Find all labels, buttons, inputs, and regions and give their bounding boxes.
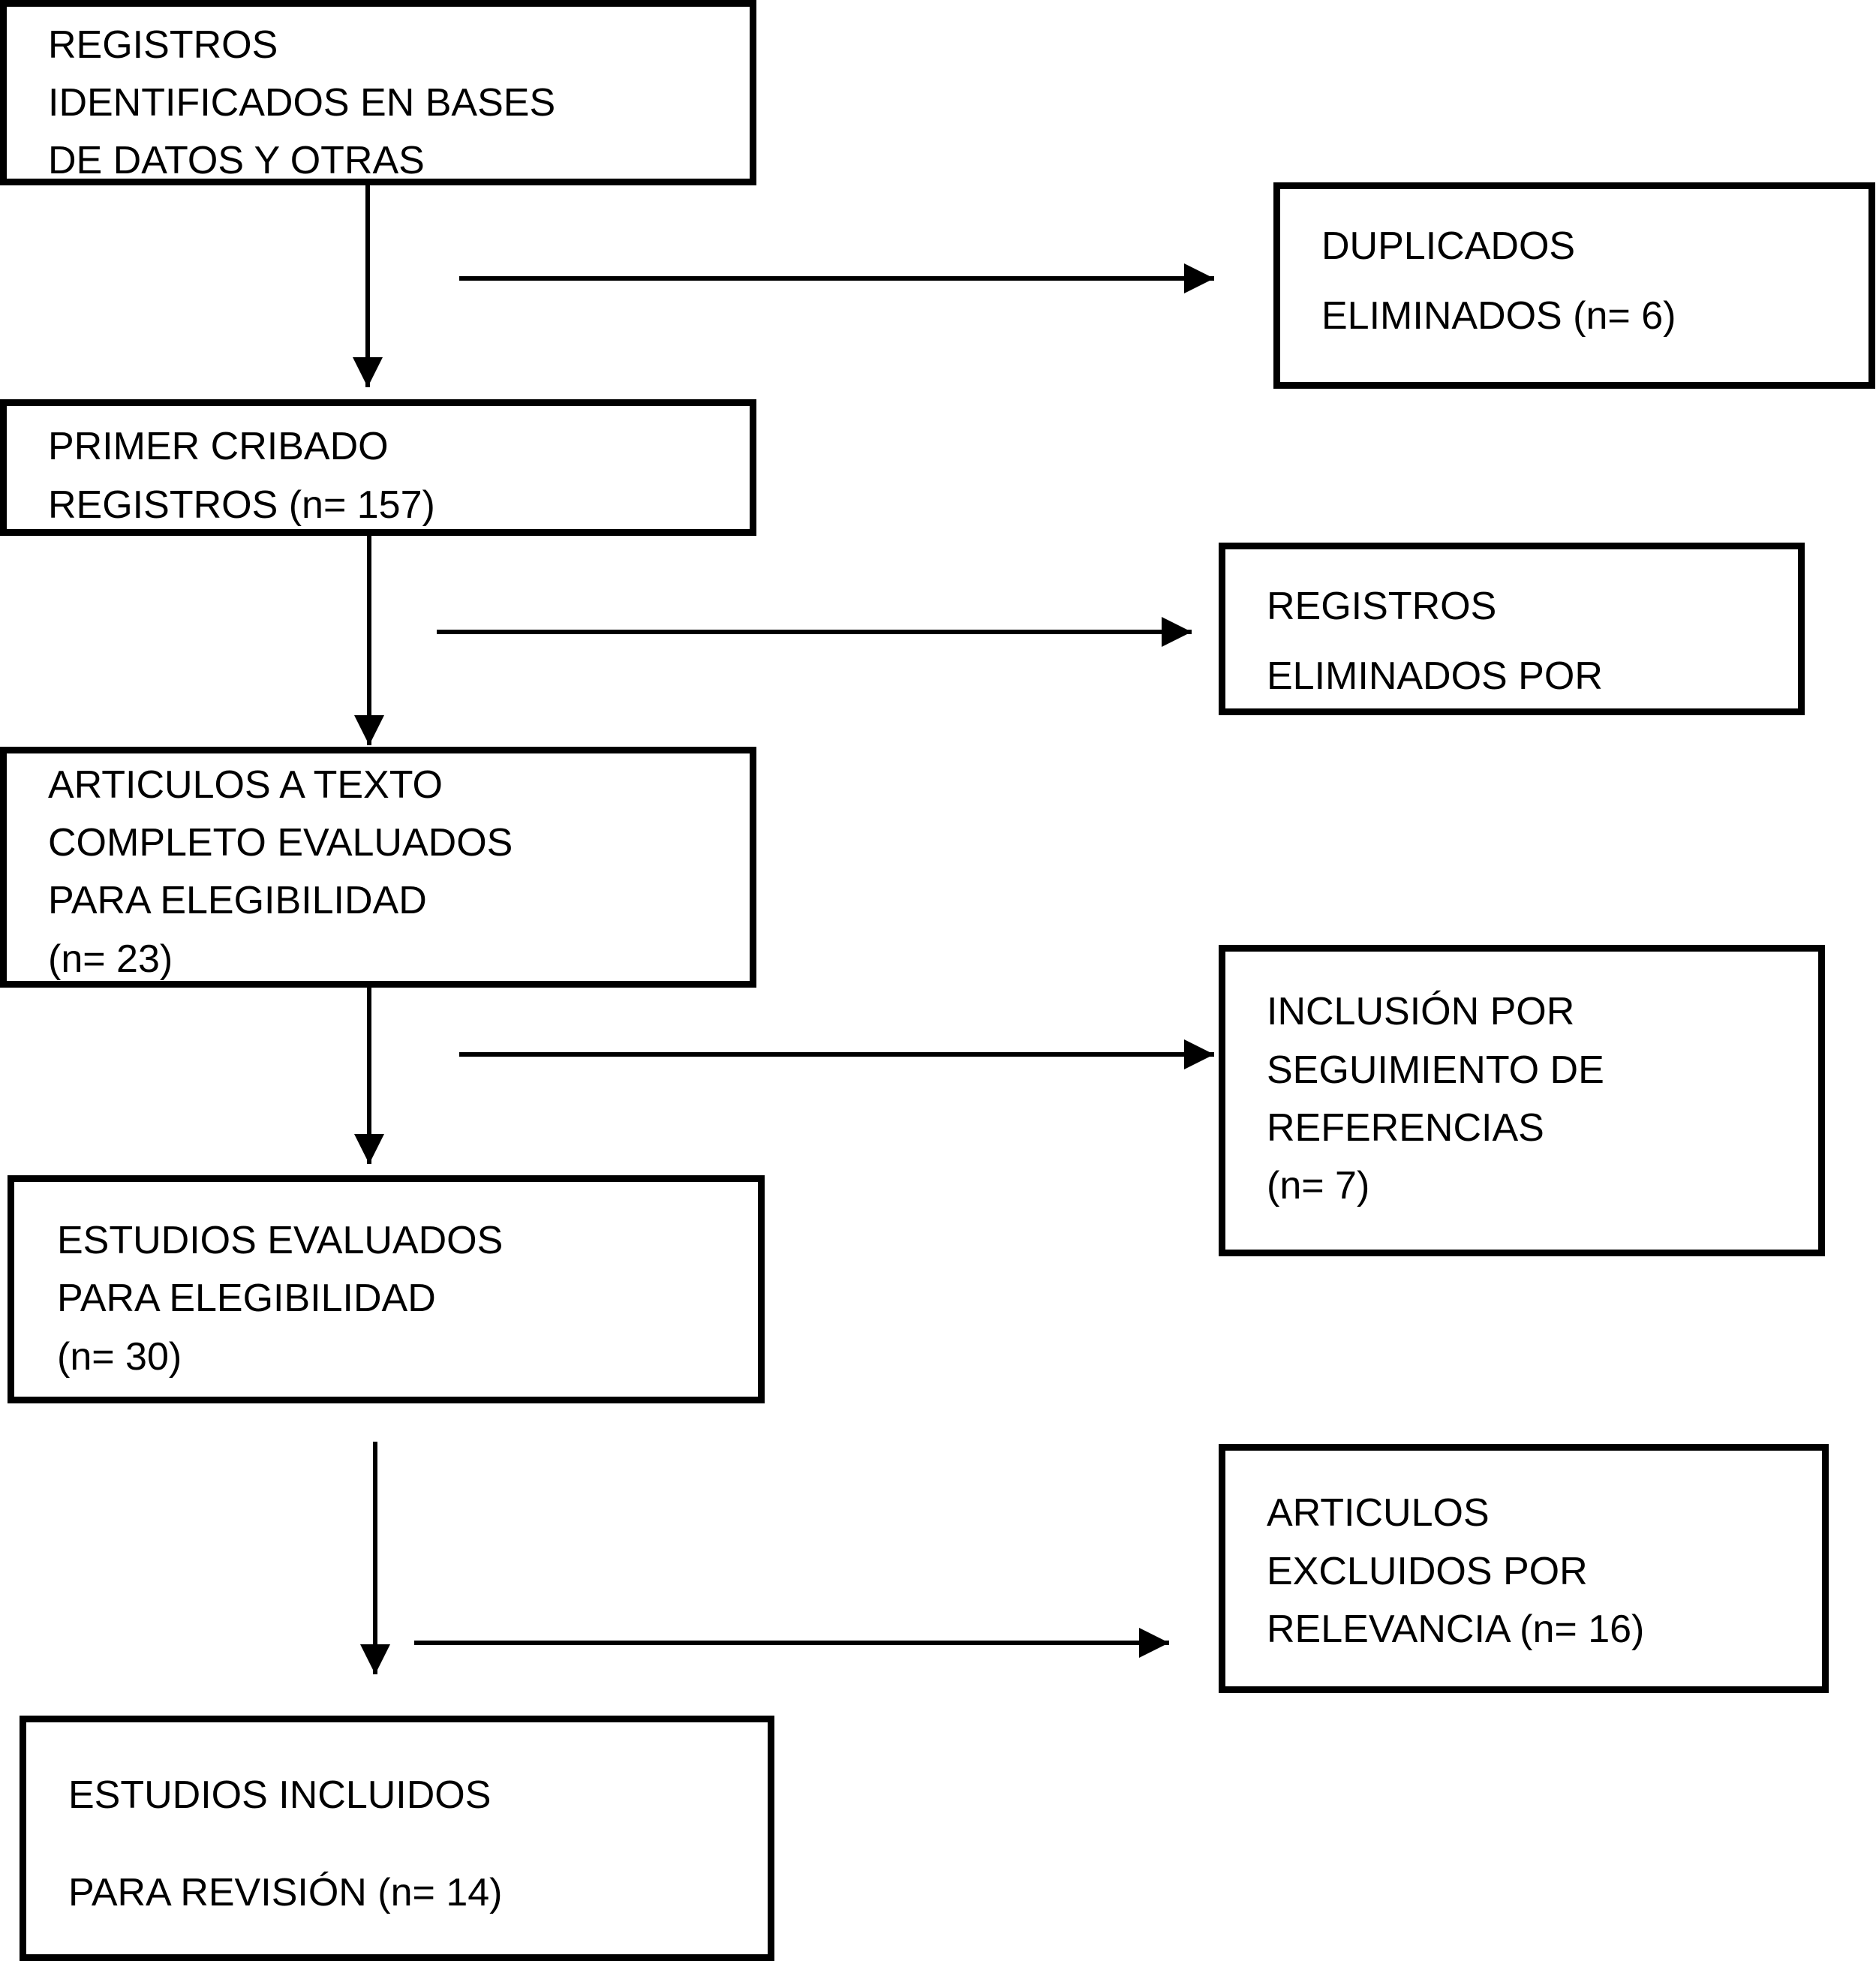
node-text-line: REFERENCIAS bbox=[1267, 1106, 1544, 1150]
node-text-line: ARTICULOS bbox=[1267, 1491, 1490, 1535]
node-text-line: DE DATOS Y OTRAS bbox=[48, 139, 425, 182]
node-primer-cribado: PRIMER CRIBADO REGISTROS (n= 157) bbox=[0, 399, 756, 536]
node-text-line: REGISTROS (n= 157) bbox=[48, 483, 435, 527]
node-text-line: PARA ELEGIBILIDAD bbox=[57, 1277, 436, 1320]
node-text-line: REGISTROS bbox=[1267, 585, 1497, 628]
node-estudios-incluidos: ESTUDIOS INCLUIDOS PARA REVISIÓN (n= 14) bbox=[20, 1716, 774, 1961]
node-articulos-texto-completo: ARTICULOS A TEXTO COMPLETO EVALUADOS PAR… bbox=[0, 747, 756, 988]
node-text-line: EXCLUIDOS POR bbox=[1267, 1550, 1588, 1593]
node-text-line: PRIMER CRIBADO bbox=[48, 425, 389, 468]
node-text-line: ARTICULOS A TEXTO bbox=[48, 763, 443, 807]
node-text-line: SEGUIMIENTO DE bbox=[1267, 1048, 1604, 1092]
node-text-line: DUPLICADOS bbox=[1321, 224, 1576, 268]
node-text-line: ELIMINADOS POR bbox=[1267, 654, 1603, 698]
node-text-line: INCLUSIÓN POR bbox=[1267, 990, 1575, 1033]
node-text-line: PARA ELEGIBILIDAD bbox=[48, 879, 427, 922]
node-text-line: RELEVANCIA (n= 16) bbox=[1267, 1608, 1645, 1651]
node-text-line: ESTUDIOS INCLUIDOS bbox=[68, 1773, 492, 1817]
node-text-line: COMPLETO EVALUADOS bbox=[48, 821, 513, 865]
node-text-line: IDENTIFICADOS EN BASES bbox=[48, 81, 556, 125]
node-text-line: (n= 30) bbox=[57, 1335, 182, 1379]
node-inclusion-referencias: INCLUSIÓN POR SEGUIMIENTO DE REFERENCIAS… bbox=[1219, 945, 1825, 1256]
node-text-line: REGISTROS bbox=[48, 23, 278, 67]
node-text-line: (n= 7) bbox=[1267, 1164, 1370, 1208]
node-text-line: (n= 23) bbox=[48, 937, 173, 981]
node-duplicados-eliminados: DUPLICADOS ELIMINADOS (n= 6) bbox=[1273, 182, 1875, 389]
node-text-line: PARA REVISIÓN (n= 14) bbox=[68, 1871, 503, 1914]
node-estudios-evaluados: ESTUDIOS EVALUADOS PARA ELEGIBILIDAD (n=… bbox=[8, 1175, 765, 1403]
node-registros-identificados: REGISTROS IDENTIFICADOS EN BASES DE DATO… bbox=[0, 0, 756, 185]
node-registros-eliminados: REGISTROS ELIMINADOS POR bbox=[1219, 543, 1805, 715]
node-text-line: ESTUDIOS EVALUADOS bbox=[57, 1219, 504, 1262]
node-articulos-excluidos: ARTICULOS EXCLUIDOS POR RELEVANCIA (n= 1… bbox=[1219, 1444, 1829, 1693]
node-text-line: ELIMINADOS (n= 6) bbox=[1321, 294, 1676, 338]
